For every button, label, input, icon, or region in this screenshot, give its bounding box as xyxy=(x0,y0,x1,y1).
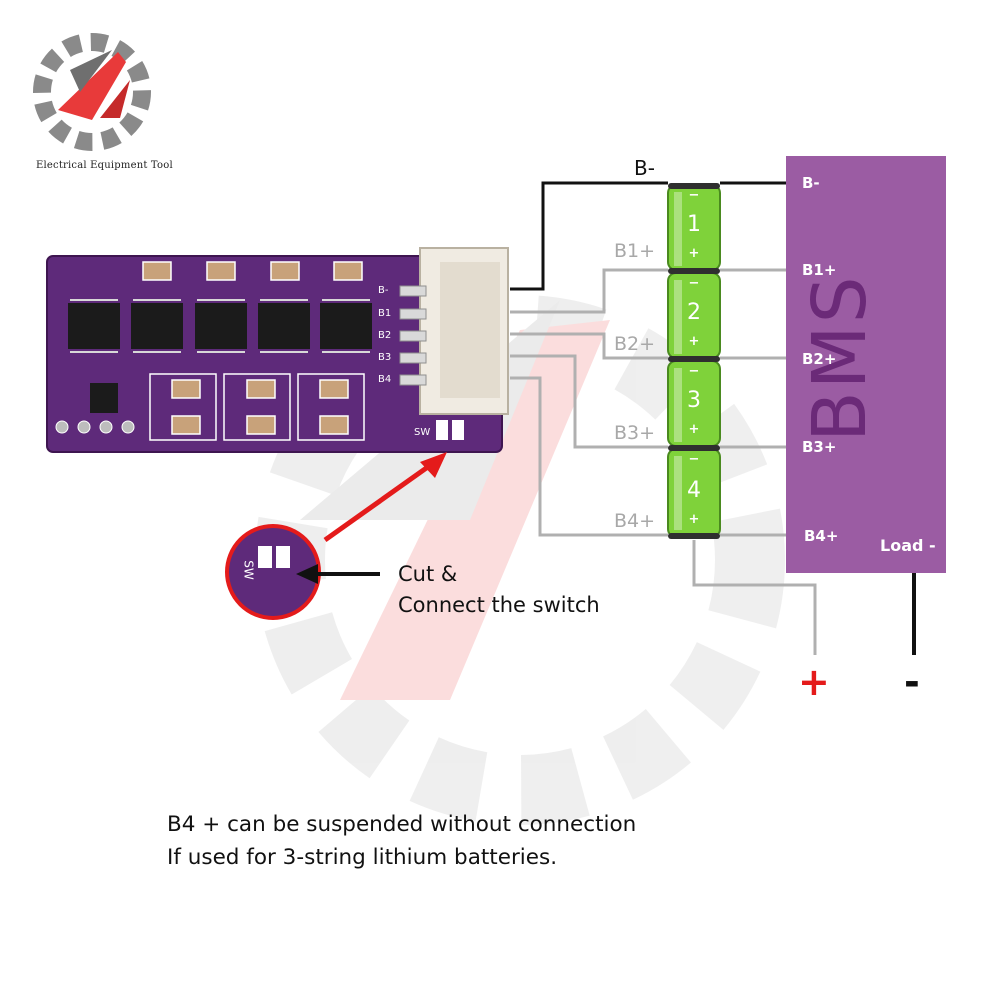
brand-logo xyxy=(33,33,151,151)
wire-label-b3: B3+ xyxy=(614,422,656,444)
cell-4-neg: − xyxy=(688,452,700,467)
cell-2-neg: − xyxy=(688,276,700,291)
pcb-pin-b1: B1 xyxy=(378,308,392,319)
cell-3-number: 3 xyxy=(687,388,701,413)
balance-wires xyxy=(510,181,916,655)
cell-1-pos: + xyxy=(688,246,700,261)
cell-4-pos: + xyxy=(688,512,700,527)
output-minus: - xyxy=(904,660,920,704)
bms-pin-b1: B1+ xyxy=(802,261,837,279)
bms-pin-b-minus: B- xyxy=(802,174,820,192)
callout-line-1: Cut & xyxy=(398,562,458,586)
switch-callout xyxy=(225,452,447,620)
bms-pin-b2: B2+ xyxy=(802,350,837,368)
cell-2-number: 2 xyxy=(687,300,701,325)
bms-load-label: Load - xyxy=(880,536,936,555)
battery-cells xyxy=(667,183,721,539)
pcb-pin-b2: B2 xyxy=(378,330,392,341)
note-line-2: If used for 3-string lithium batteries. xyxy=(167,845,558,870)
bms-module xyxy=(786,156,946,573)
wire-label-b-minus: B- xyxy=(634,156,655,180)
wire-label-b1: B1+ xyxy=(614,240,656,262)
bms-pin-b4: B4+ xyxy=(804,527,839,545)
cell-1-neg: − xyxy=(688,188,700,203)
pcb-pin-b3: B3 xyxy=(378,352,392,363)
protection-board xyxy=(46,247,509,453)
pcb-pin-b4: B4 xyxy=(378,374,392,385)
callout-line-2: Connect the switch xyxy=(398,593,600,617)
cell-4-number: 4 xyxy=(687,478,701,503)
output-plus: + xyxy=(798,660,830,704)
zoom-switch-label: SW xyxy=(241,560,256,580)
cell-3-neg: − xyxy=(688,364,700,379)
bms-pin-b3: B3+ xyxy=(802,438,837,456)
pcb-pin-b-minus: B- xyxy=(378,285,389,296)
cell-1-number: 1 xyxy=(687,212,701,237)
cell-2-pos: + xyxy=(688,334,700,349)
wire-label-b4: B4+ xyxy=(614,510,656,532)
note-line-1: B4 + can be suspended without connection xyxy=(167,812,637,837)
wire-label-b2: B2+ xyxy=(614,333,656,355)
cell-3-pos: + xyxy=(688,422,700,437)
pcb-switch-label: SW xyxy=(414,427,431,438)
brand-name: Electrical Equipment Tool xyxy=(36,160,173,171)
